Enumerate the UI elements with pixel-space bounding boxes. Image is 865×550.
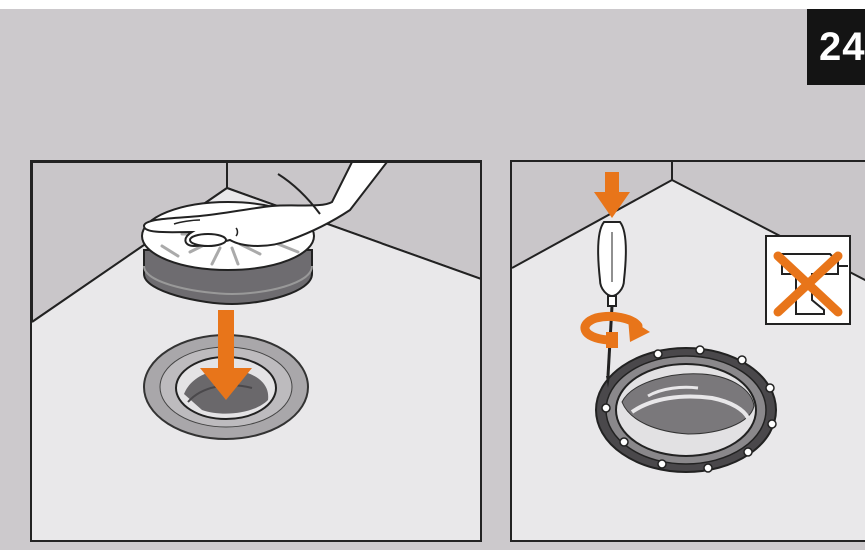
panel-place-cover-illustration bbox=[32, 162, 480, 540]
panel-fasten-screws-illustration bbox=[512, 162, 865, 540]
panel-place-cover bbox=[30, 160, 482, 542]
down-arrow-icon bbox=[594, 172, 630, 218]
panel-fasten-screws bbox=[510, 160, 865, 542]
drain-flange-icon bbox=[595, 345, 777, 473]
rotate-arrow-icon bbox=[580, 311, 650, 348]
left-wall bbox=[512, 162, 672, 268]
hand-icon bbox=[142, 162, 389, 248]
down-arrow-icon bbox=[200, 310, 252, 400]
step-number-badge: 24 bbox=[807, 9, 865, 85]
no-power-drill-icon bbox=[765, 235, 851, 325]
